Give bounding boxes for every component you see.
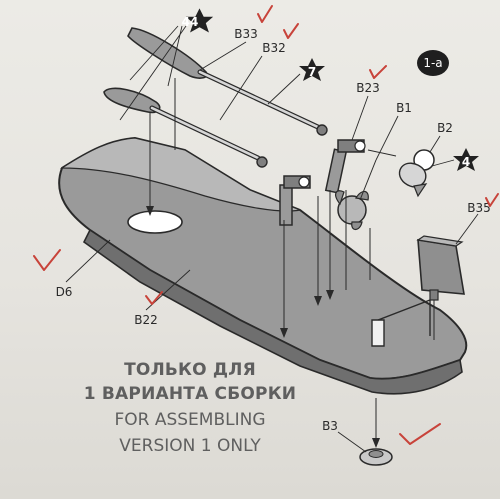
propeller-part-b2 [398, 149, 435, 198]
check-mark-b23 [369, 65, 387, 79]
paint-ref-44-label: 44 [182, 15, 199, 29]
check-mark-b35 [485, 193, 499, 207]
assembly-lines [149, 78, 435, 444]
label-b35: B35 [467, 201, 491, 215]
check-mark-d6 [33, 249, 61, 271]
label-b2: B2 [437, 121, 453, 135]
arrow-heads [146, 206, 380, 448]
step-badge: 1-a [417, 50, 449, 76]
propeller-part-b1 [335, 159, 377, 231]
label-d6: D6 [56, 285, 73, 299]
label-b23: B23 [356, 81, 380, 95]
wing-part-d6 [58, 136, 468, 395]
label-b32: B32 [262, 41, 286, 55]
label-b1: B1 [396, 101, 412, 115]
check-mark-b32 [283, 23, 299, 39]
check-marks [33, 5, 499, 445]
paint-ref-star-44: 44 [182, 8, 214, 33]
paint-ref-star-4: 4 [453, 148, 479, 171]
disc-part-b3 [359, 448, 393, 466]
check-mark-b33 [257, 5, 273, 23]
step-badge-label: 1-a [423, 56, 442, 70]
label-b22: B22 [134, 313, 158, 327]
check-mark-b22 [145, 291, 163, 305]
note-ru-line-2: 1 ВАРИАНТА СБОРКИ [83, 384, 297, 404]
paint-ref-star-7: 7 [299, 58, 325, 81]
label-b33: B33 [234, 27, 258, 41]
note-en-line-1: FOR ASSEMBLING [114, 410, 266, 430]
note-en-line-2: VERSION 1 ONLY [119, 436, 261, 456]
rod-part-b32 [103, 87, 268, 168]
rod-part-b33 [127, 27, 328, 136]
bracket-part-left [279, 175, 311, 226]
paint-ref-4-label: 4 [462, 155, 470, 169]
panel-part-b35 [416, 235, 465, 301]
note-ru-line-1: ТОЛЬКО ДЛЯ [124, 360, 256, 380]
check-mark-b3 [399, 423, 441, 445]
label-b3: B3 [322, 419, 338, 433]
bracket-part-b23 [324, 139, 366, 194]
paint-ref-7-label: 7 [308, 65, 316, 79]
